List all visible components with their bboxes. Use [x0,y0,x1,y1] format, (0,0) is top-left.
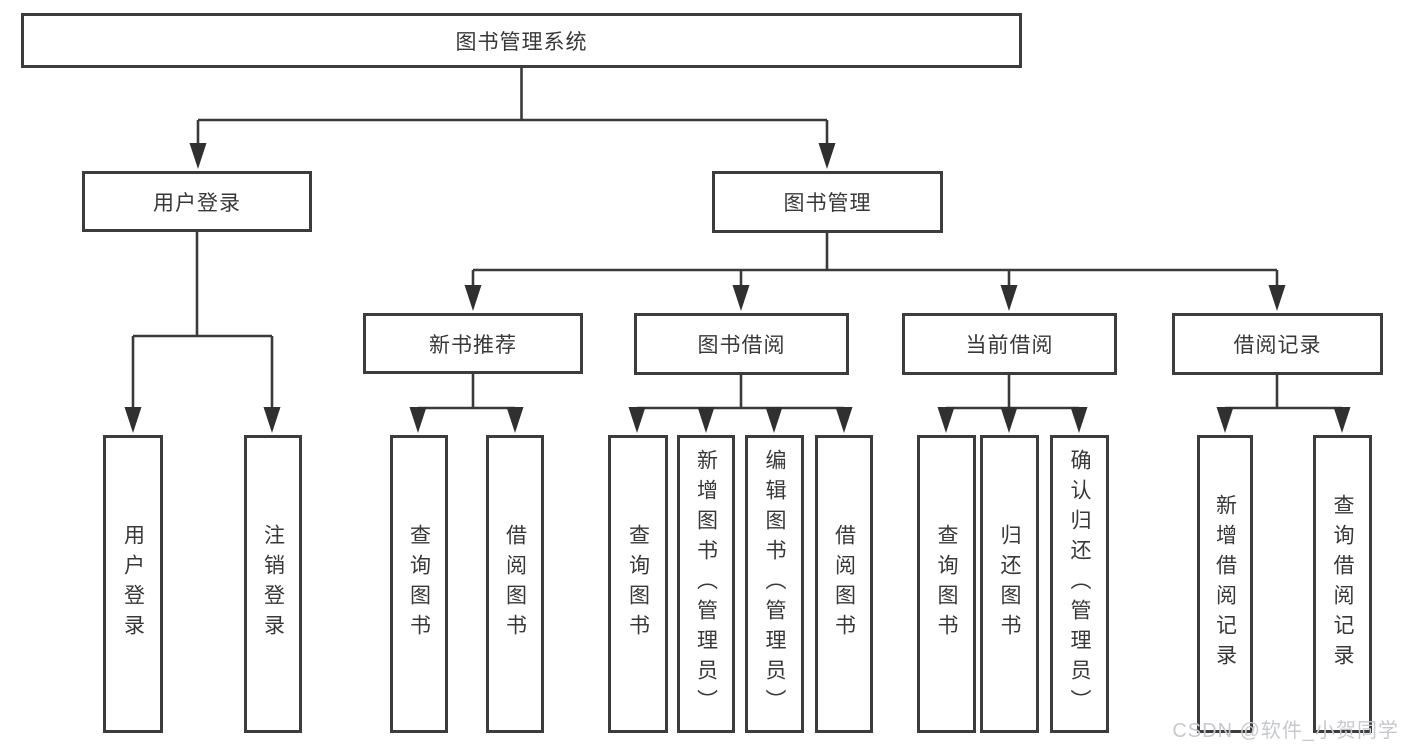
leaf-edit-books-admin: 编辑图书（管理员） [745,435,804,733]
node-book-management: 图书管理 [712,171,943,233]
leaf-user-login: 用户登录 [103,435,163,733]
leaf-label: 编辑图书（管理员） [763,449,786,719]
node-label: 借阅记录 [1233,334,1322,357]
leaf-label: 查询借阅记录 [1331,494,1354,674]
leaf-label: 用户登录 [121,524,145,644]
leaf-confirm-return-admin: 确认归还（管理员） [1050,435,1109,733]
node-label: 图书管理 [783,192,872,215]
node-label: 用户登录 [153,191,241,215]
arrowheads [124,143,1351,433]
leaf-add-books-admin: 新增图书（管理员） [677,435,735,733]
node-label: 新书推荐 [429,333,517,357]
leaf-label: 查询图书 [935,524,958,644]
leaf-label: 新增借阅记录 [1213,494,1237,674]
node-borrow-records: 借阅记录 [1172,313,1383,375]
leaf-label: 查询图书 [407,524,431,644]
leaf-label: 借阅图书 [503,524,527,644]
leaf-label: 查询图书 [626,524,650,644]
node-user-login: 用户登录 [82,171,312,232]
leaf-label: 借阅图书 [832,524,856,644]
node-label: 图书借阅 [697,334,786,357]
leaf-label: 确认归还（管理员） [1068,449,1091,719]
leaf-logout: 注销登录 [244,435,302,733]
csdn-watermark: CSDN @软件_小贺同学 [1172,720,1399,742]
leaf-label: 注销登录 [261,524,285,644]
leaf-return-books: 归还图书 [980,435,1039,733]
leaf-borrow-books: 借阅图书 [815,435,873,733]
leaf-query-books-recommend: 查询图书 [390,435,448,733]
leaf-query-borrow-record: 查询借阅记录 [1313,435,1372,733]
leaf-label: 新增图书（管理员） [694,449,718,719]
node-label: 当前借阅 [965,334,1054,357]
node-new-book-recommend: 新书推荐 [363,313,583,374]
node-current-borrow: 当前借阅 [902,313,1117,375]
leaf-borrow-books-recommend: 借阅图书 [486,435,544,733]
leaf-query-books-current: 查询图书 [917,435,976,733]
leaf-add-borrow-record: 新增借阅记录 [1197,435,1253,733]
leaf-query-books-borrow: 查询图书 [608,435,668,733]
node-book-borrow: 图书借阅 [634,313,849,375]
node-root-system: 图书管理系统 [21,13,1022,68]
node-label: 图书管理系统 [455,30,588,54]
leaf-label: 归还图书 [998,524,1021,644]
